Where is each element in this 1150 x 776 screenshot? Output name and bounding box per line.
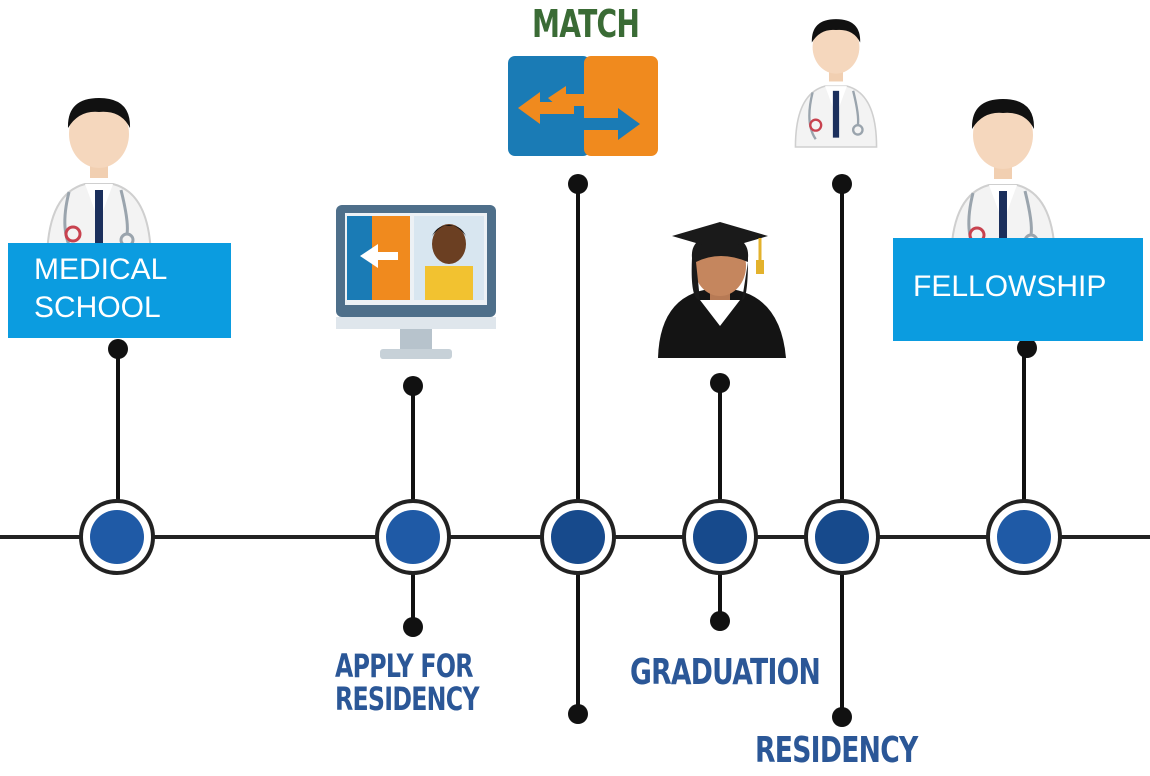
puzzle-arrows-icon [508,56,658,156]
endpoint-dot [710,373,730,393]
doctor-icon [794,17,878,149]
endpoint-dot [832,174,852,194]
milestone-node [804,499,880,575]
endpoint-dot [108,339,128,359]
monitor-puzzle-icon [336,205,496,359]
milestone-node [79,499,155,575]
residency-label: RESIDENCY [755,730,918,771]
doctor-icon [45,96,153,264]
graduate-icon [658,222,786,358]
apply-for-residency-label: APPLY FOR RESIDENCY [335,647,480,718]
milestone-node [986,499,1062,575]
endpoint-dot [568,704,588,724]
endpoint-dot [1017,338,1037,358]
milestone-node [540,499,616,575]
endpoint-dot [832,707,852,727]
endpoint-dot [710,611,730,631]
graduation-label: GRADUATION [630,652,821,693]
endpoint-dot [568,174,588,194]
milestone-node [682,499,758,575]
endpoint-dot [403,617,423,637]
match-label: MATCH [532,2,640,46]
fellowship-label: FELLOWSHIP [893,238,1143,341]
milestone-node [375,499,451,575]
medical-school-label: MEDICAL SCHOOL [8,243,231,338]
endpoint-dot [403,376,423,396]
